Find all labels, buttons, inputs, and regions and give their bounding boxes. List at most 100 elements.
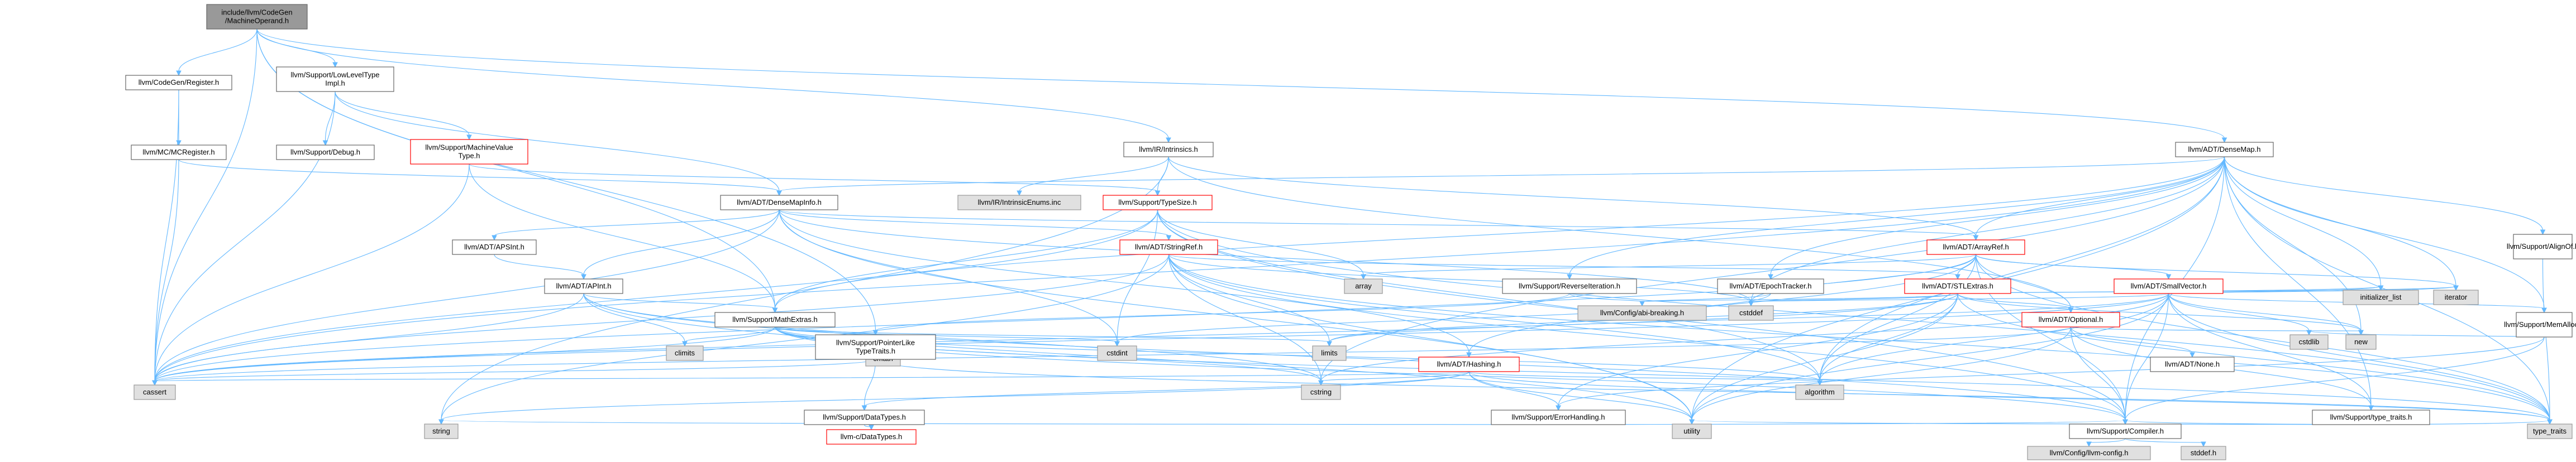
edge-line [1117, 209, 1158, 343]
edge-arrowhead [1327, 341, 1332, 347]
edge-mcreg-to-cassert [152, 159, 179, 386]
edge-smallvector-to-new [2168, 293, 2364, 336]
edge-line [2542, 258, 2550, 421]
node-errorhandling[interactable]: llvm/Support/ErrorHandling.h [1491, 410, 1626, 425]
node-label: llvm/ADT/SmallVector.h [2131, 282, 2207, 290]
node-epoch[interactable]: llvm/ADT/EpochTracker.h [1717, 278, 1824, 294]
edge-line [864, 359, 876, 407]
node-apint[interactable]: llvm/ADT/APInt.h [544, 278, 623, 294]
edge-line [1819, 293, 2169, 382]
edge-arrowhead [2547, 419, 2553, 425]
node-mathextras[interactable]: llvm/Support/MathExtras.h [714, 312, 836, 328]
node-label: llvm/IR/IntrinsicEnums.inc [978, 198, 1061, 206]
edge-arrowhead [1318, 380, 1324, 386]
node-box [1097, 345, 1137, 361]
node-cdatatypes[interactable]: llvm-c/DataTypes.h [826, 429, 917, 445]
node-initlist: initializer_list [2343, 290, 2419, 305]
edge-line [1168, 254, 1330, 343]
edge-memalloc-to-cstdlib [2306, 330, 2545, 338]
edge-line [774, 209, 1158, 309]
node-datatypes[interactable]: llvm/Support/DataTypes.h [804, 410, 925, 425]
node-box [276, 66, 394, 92]
node-label: cassert [143, 388, 166, 396]
edge-line [494, 209, 780, 237]
edge-line [469, 163, 776, 309]
node-label: include/llvm/CodeGen [221, 8, 292, 17]
edge-line [1157, 209, 1364, 276]
node-utility: utility [1672, 424, 1712, 439]
node-stringref[interactable]: llvm/ADT/StringRef.h [1119, 239, 1218, 255]
node-codegenreg[interactable]: llvm/CodeGen/Register.h [125, 75, 232, 90]
node-nonetype[interactable]: llvm/ADT/None.h [2150, 357, 2235, 372]
edge-line [583, 293, 2126, 421]
node-typetraits_llvm[interactable]: llvm/Support/type_traits.h [2312, 410, 2430, 425]
edge-arrowhead [581, 274, 586, 280]
edge-densemap-to-reviter [1567, 156, 2225, 280]
node-label: llvm/Support/Compiler.h [2087, 427, 2164, 435]
node-box [410, 139, 528, 165]
node-stlextras[interactable]: llvm/ADT/STLExtras.h [1904, 278, 2011, 294]
node-box [424, 424, 459, 439]
edge-line [154, 359, 876, 382]
node-debug[interactable]: llvm/Support/Debug.h [276, 145, 375, 160]
node-smallvector[interactable]: llvm/ADT/SmallVector.h [2114, 278, 2224, 294]
node-llvmconfig: llvm/Config/llvm-config.h [2027, 446, 2151, 460]
node-optional[interactable]: llvm/ADT/Optional.h [2021, 312, 2120, 328]
node-box [2069, 424, 2182, 439]
edge-line [1468, 254, 1977, 354]
node-box [2175, 142, 2274, 157]
node-mcreg[interactable]: llvm/MC/MCRegister.h [131, 145, 227, 160]
node-typesize[interactable]: llvm/Support/TypeSize.h [1103, 195, 1213, 210]
node-box [2027, 446, 2151, 460]
edge-arrowhead [2453, 285, 2459, 291]
node-compiler[interactable]: llvm/Support/Compiler.h [2069, 424, 2182, 439]
node-box [714, 312, 836, 328]
edge-line [1691, 326, 2072, 421]
edge-mcreg-to-densemapinfo [178, 159, 782, 196]
graph-edges [152, 28, 2553, 447]
edge-lowlevel-to-debug [322, 91, 336, 146]
edge-line [1691, 293, 2169, 421]
node-densemap[interactable]: llvm/ADT/DenseMap.h [2175, 142, 2274, 157]
node-label: llvm/Support/AlignOf.h [2507, 242, 2576, 251]
node-densemapinfo[interactable]: llvm/ADT/DenseMapInfo.h [720, 195, 838, 210]
edge-typesize-to-cassert [152, 209, 1158, 386]
edge-line [441, 371, 1470, 421]
node-label: llvm/Config/llvm-config.h [2050, 449, 2129, 457]
edge-densemap-to-densemapinfo [776, 156, 2225, 196]
edge-line [1750, 156, 2225, 302]
node-cstddef: cstddef [1728, 305, 1774, 321]
edge-arrowhead [1768, 274, 1773, 280]
edge-densemap-to-epoch [1768, 156, 2225, 280]
node-label: llvm/ADT/APInt.h [556, 282, 612, 290]
node-alignof[interactable]: llvm/Support/AlignOf.h [2507, 234, 2576, 259]
node-box [131, 145, 227, 160]
node-label: llvm/Support/MachineValue [425, 143, 513, 152]
edge-line [335, 91, 780, 192]
node-arrayref[interactable]: llvm/ADT/ArrayRef.h [1926, 239, 2025, 255]
edge-line [1468, 371, 1820, 382]
edge-arrowhead [332, 62, 338, 68]
node-memalloc[interactable]: llvm/Support/MemAlloc.h [2504, 312, 2576, 338]
edge-line [779, 209, 1692, 421]
node-label: llvm/Support/Debug.h [290, 148, 360, 156]
edge-line [1168, 254, 1752, 302]
node-apsint[interactable]: llvm/ADT/APSInt.h [452, 239, 537, 255]
node-label: llvm/Support/MemAlloc.h [2504, 320, 2576, 329]
node-box [1119, 239, 1218, 255]
node-hashing[interactable]: llvm/ADT/Hashing.h [1418, 357, 1520, 372]
node-reviter[interactable]: llvm/Support/ReverseIteration.h [1502, 278, 1637, 294]
node-label: llvm/ADT/DenseMap.h [2188, 145, 2260, 153]
edge-arrayref-to-stlextras [1955, 254, 1977, 280]
edge-smallvector-to-cstddef [1748, 293, 2169, 307]
edge-line [779, 209, 1170, 237]
node-root[interactable]: include/llvm/CodeGen/MachineOperand.h [206, 4, 308, 30]
edge-hashing-to-cstring [1318, 371, 1470, 386]
node-intrinsics[interactable]: llvm/IR/Intrinsics.h [1123, 142, 1214, 157]
edge-arrowhead [2189, 352, 2195, 358]
edge-root-to-codegenreg [176, 28, 257, 76]
